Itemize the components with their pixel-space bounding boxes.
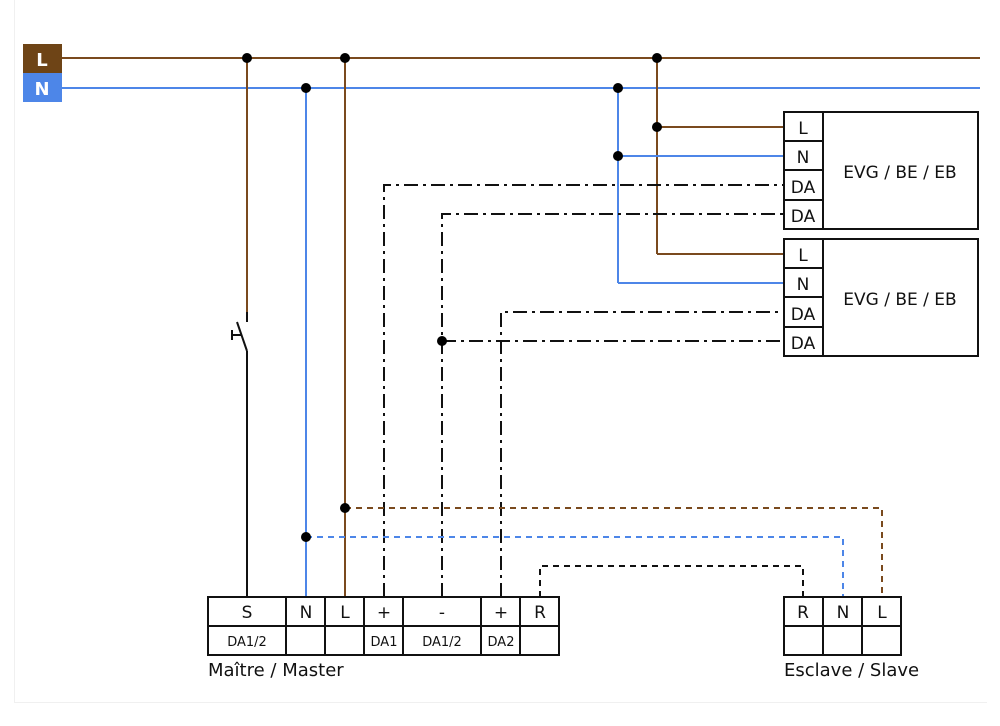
master-terminal: -: [439, 603, 445, 623]
master-terminal: R: [534, 603, 546, 623]
ballast-1-label: EVG / BE / EB: [843, 163, 956, 183]
ballast-2-label: EVG / BE / EB: [843, 290, 956, 310]
junction-dot: [301, 532, 311, 542]
junction-dot: [652, 53, 662, 63]
master-terminal: N: [300, 603, 313, 623]
slave-live-wire: [345, 507, 883, 597]
master-terminal-function: DA1/2: [422, 635, 462, 650]
live-badge: [23, 44, 62, 73]
master-terminal-function: DA1/2: [227, 635, 267, 650]
ballast-1: L N DA DA EVG / BE / EB: [783, 111, 979, 230]
junctions: [242, 53, 662, 542]
neutral-badge-label: N: [34, 79, 49, 100]
junction-dot: [340, 53, 350, 63]
pushbutton-icon: [236, 321, 248, 352]
slave-terminal: R: [797, 603, 809, 623]
junction-dot: [340, 503, 350, 513]
slave-terminal-block: R N L Esclave / Slave: [783, 596, 919, 681]
master-terminal: +: [494, 603, 508, 623]
ballast-1-terminal: DA: [791, 178, 816, 198]
live-badge-label: L: [36, 50, 47, 71]
da1-plus-wire: [383, 184, 784, 597]
ballast-2: L N DA DA EVG / BE / EB: [783, 238, 979, 357]
slave-title: Esclave / Slave: [784, 660, 919, 681]
ballast-2-terminal: DA: [791, 305, 816, 325]
master-terminal-function: DA2: [488, 635, 515, 650]
diagram-frame: [14, 0, 987, 703]
neutral-badge: [23, 73, 62, 102]
slave-neutral-wire: [306, 536, 844, 597]
junction-dot: [437, 336, 447, 346]
ballast-2-terminal: L: [798, 246, 808, 266]
da2-plus-wire: [500, 311, 784, 597]
slave-terminal: N: [837, 603, 850, 623]
master-terminal: L: [340, 603, 350, 623]
ballast-2-terminal: N: [797, 275, 810, 295]
junction-dot: [613, 151, 623, 161]
master-terminal: +: [377, 603, 391, 623]
da-minus-wire: [441, 213, 784, 597]
ballast-2-terminal: DA: [791, 334, 816, 354]
junction-dot: [652, 122, 662, 132]
master-title: Maître / Master: [208, 660, 344, 681]
ballast-1-terminal: N: [797, 148, 810, 168]
ballast-1-terminal: L: [798, 119, 808, 139]
junction-dot: [613, 83, 623, 93]
junction-dot: [242, 53, 252, 63]
ballast-1-terminal: DA: [791, 207, 816, 227]
master-terminal-block: S N L + - + R DA1/2 DA1 DA1/2 DA2 Maître…: [207, 596, 560, 681]
dali-bus: [383, 184, 784, 597]
slave-terminal: L: [877, 603, 887, 623]
slave-remote-wire: [539, 565, 804, 597]
master-terminal: S: [242, 603, 253, 623]
junction-dot: [301, 83, 311, 93]
master-terminal-function: DA1: [371, 635, 398, 650]
